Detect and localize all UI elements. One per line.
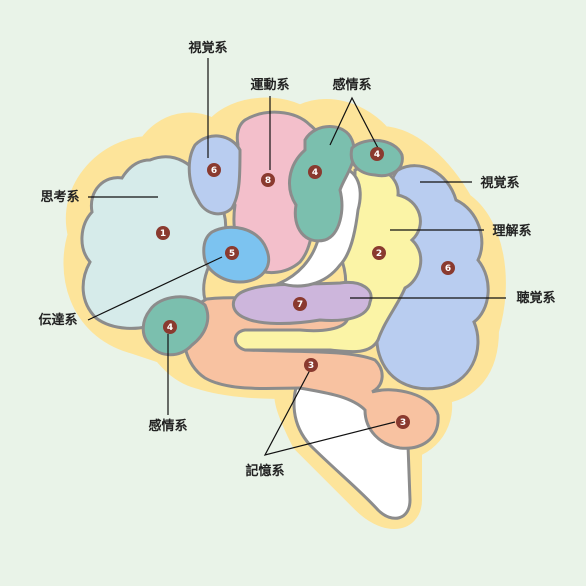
marker-3-upper: 3 bbox=[304, 358, 318, 372]
label-auditory: 聴覚系 bbox=[516, 290, 555, 306]
label-memory: 記憶系 bbox=[245, 463, 284, 479]
marker-5: 5 bbox=[225, 246, 239, 260]
svg-text:1: 1 bbox=[160, 229, 166, 239]
svg-text:6: 6 bbox=[211, 166, 217, 176]
leader-emotion-top bbox=[329, 96, 379, 149]
svg-text:3: 3 bbox=[400, 418, 406, 428]
label-visual-top: 視覚系 bbox=[187, 40, 227, 56]
label-visual-right: 視覚系 bbox=[479, 175, 519, 191]
marker-4-bottom: 4 bbox=[163, 320, 177, 334]
svg-text:6: 6 bbox=[445, 264, 451, 274]
svg-text:2: 2 bbox=[376, 249, 382, 259]
understanding-region bbox=[229, 165, 423, 354]
marker-3-lower: 3 bbox=[396, 415, 410, 429]
marker-4-top: 4 bbox=[308, 165, 322, 179]
label-thinking: 思考系 bbox=[40, 189, 79, 205]
svg-text:3: 3 bbox=[308, 361, 314, 371]
marker-7: 7 bbox=[293, 297, 307, 311]
markers: 1 2 3 3 4 4 4 5 6 6 7 8 bbox=[156, 147, 455, 429]
svg-text:7: 7 bbox=[297, 300, 303, 310]
svg-text:4: 4 bbox=[312, 168, 318, 178]
marker-6-right: 6 bbox=[441, 261, 455, 275]
leader-lines bbox=[87, 58, 506, 456]
marker-2: 2 bbox=[372, 246, 386, 260]
svg-text:8: 8 bbox=[265, 176, 271, 186]
region-labels: 視覚系 運動系 感情系 思考系 視覚系 理解系 伝達系 聴覚系 感情系 記憶系 bbox=[38, 40, 555, 479]
emotion-region-top bbox=[288, 125, 356, 243]
label-emotion-top: 感情系 bbox=[332, 77, 371, 93]
marker-8: 8 bbox=[261, 173, 275, 187]
svg-text:4: 4 bbox=[374, 150, 380, 160]
label-understanding: 理解系 bbox=[492, 223, 531, 239]
leader-transmission bbox=[87, 256, 223, 321]
label-transmission: 伝達系 bbox=[38, 312, 77, 328]
svg-text:4: 4 bbox=[167, 323, 173, 333]
label-motor: 運動系 bbox=[250, 77, 289, 93]
label-emotion-bottom: 感情系 bbox=[148, 418, 187, 434]
marker-1: 1 bbox=[156, 226, 170, 240]
leader-memory bbox=[263, 369, 396, 456]
svg-text:5: 5 bbox=[229, 249, 235, 259]
marker-6-top: 6 bbox=[207, 163, 221, 177]
marker-4-small: 4 bbox=[370, 147, 384, 161]
